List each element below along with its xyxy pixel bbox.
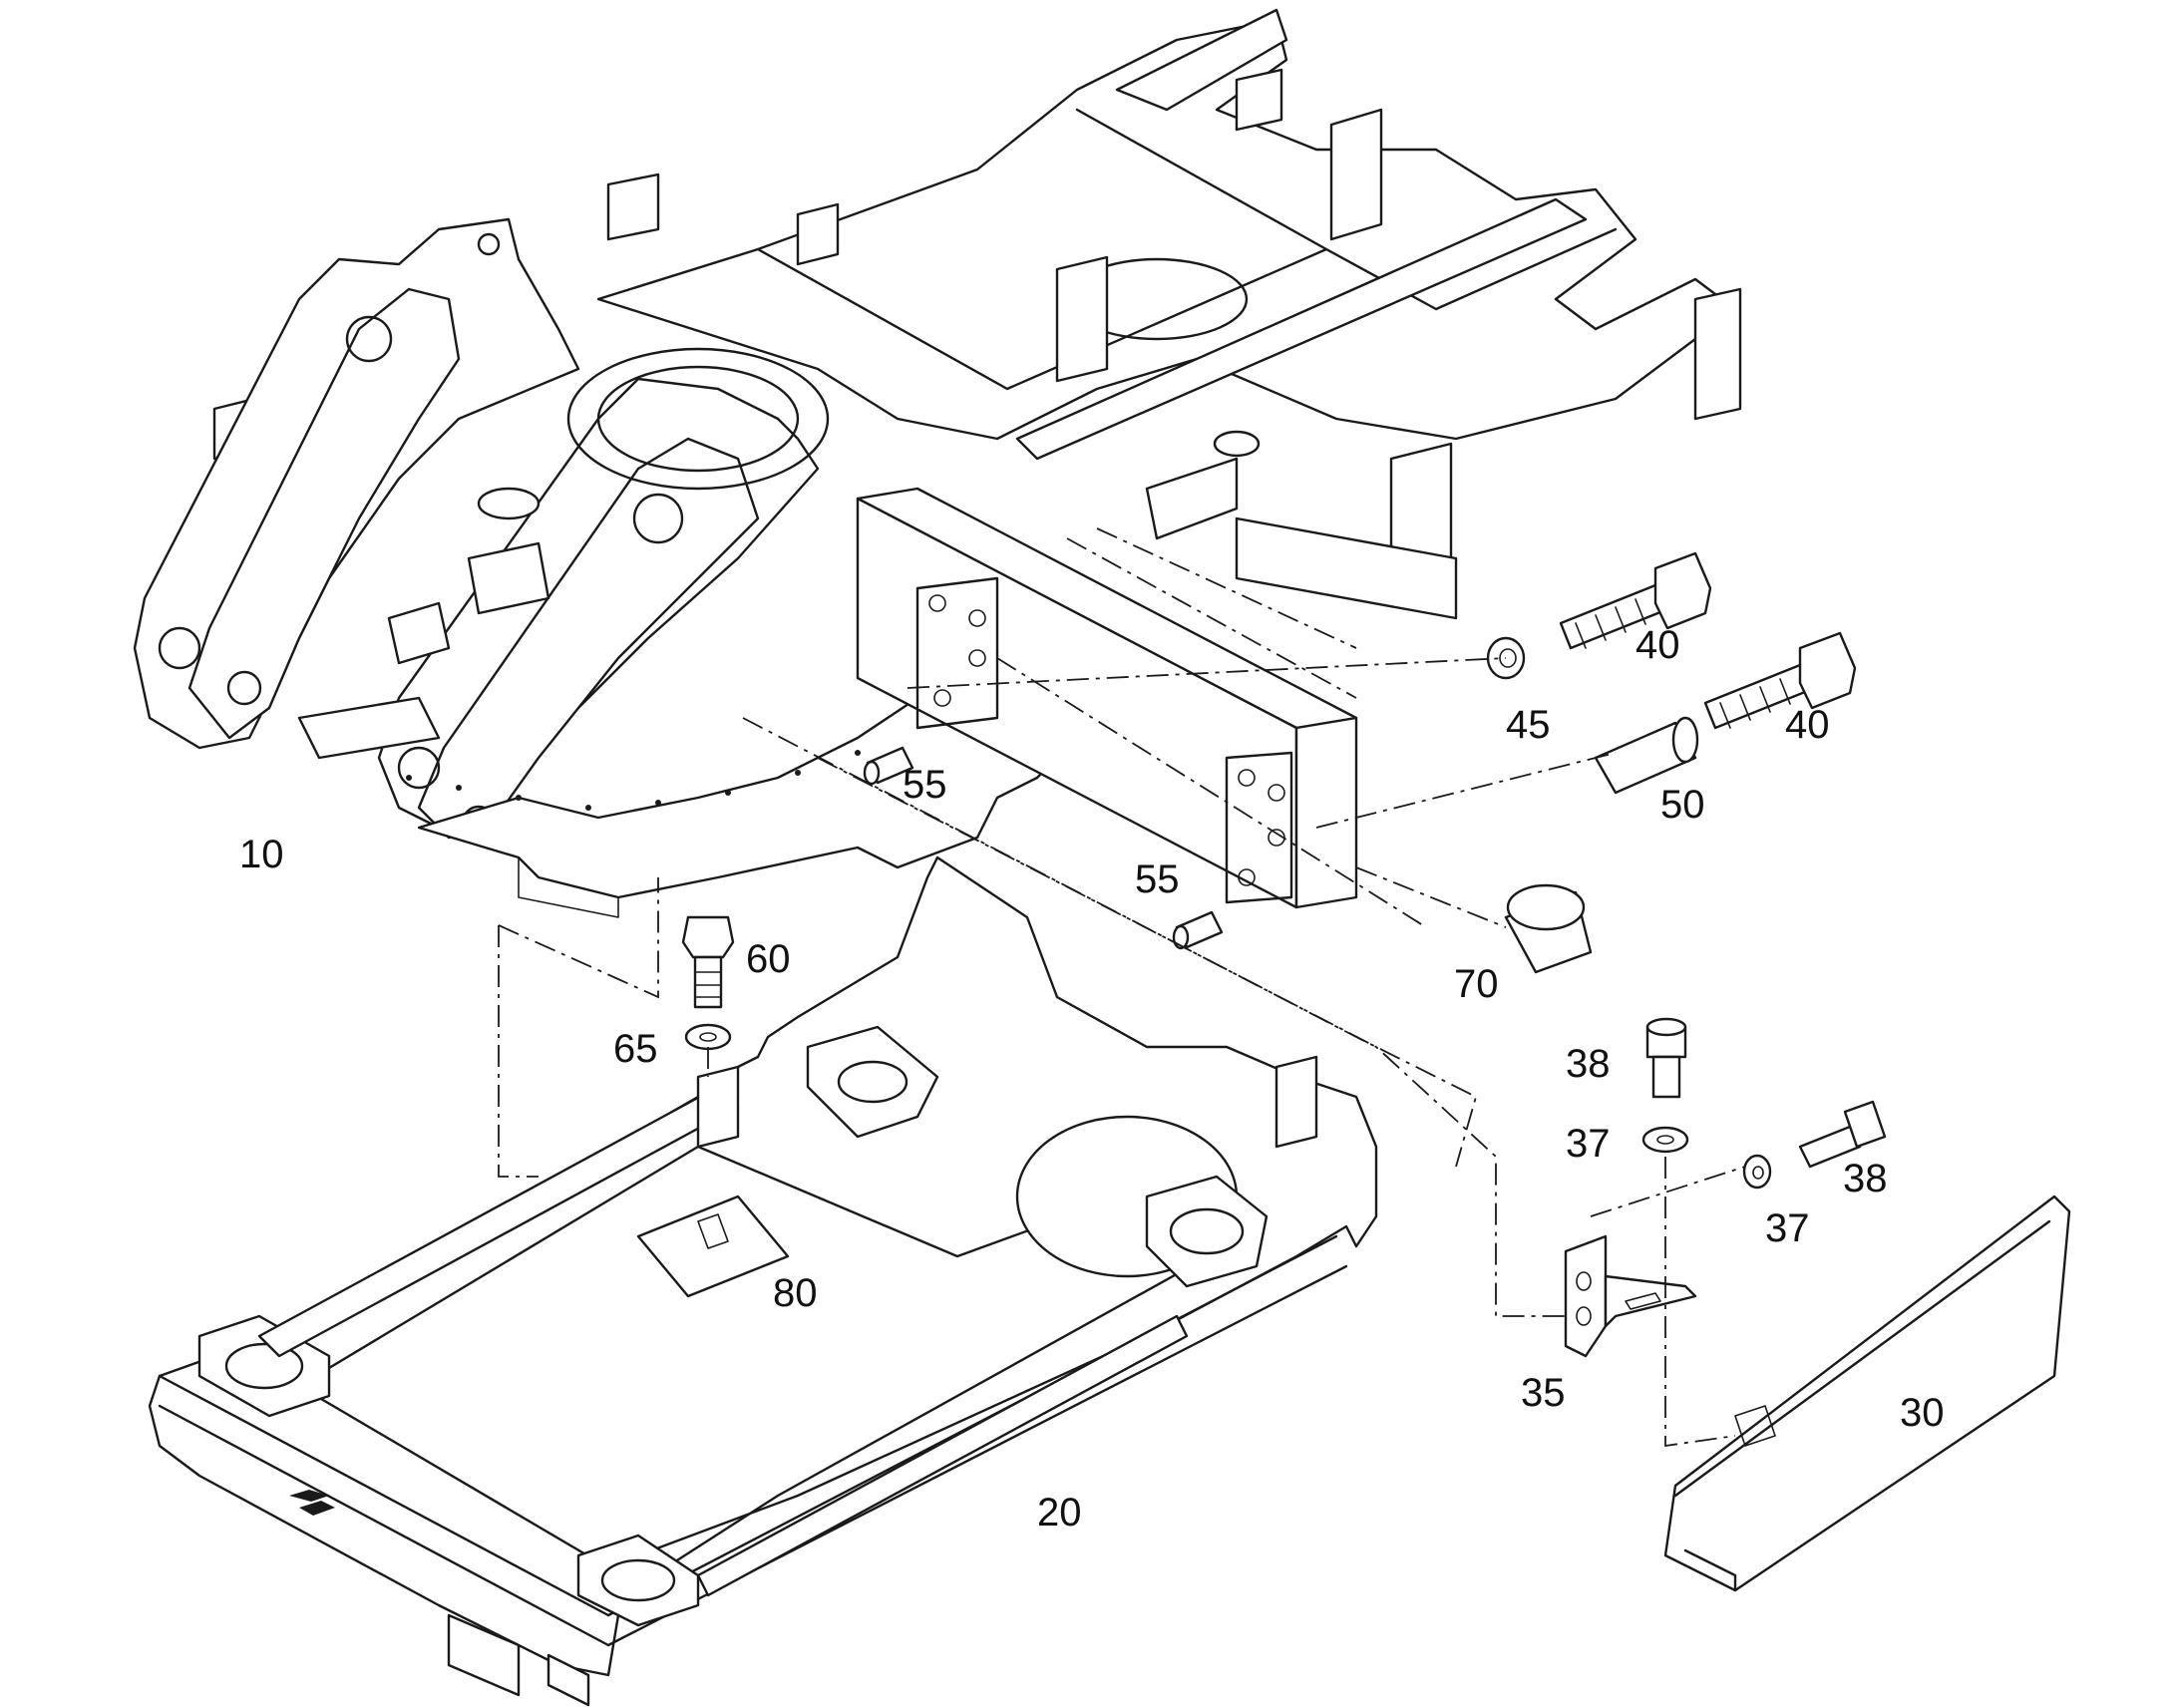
callout-50: 50	[1660, 783, 1705, 827]
cover-part-30	[1663, 1195, 2071, 1592]
callout-38-upper: 38	[1566, 1042, 1611, 1086]
callout-55-left: 55	[903, 763, 947, 807]
washer-part-37-upper	[1641, 1126, 1689, 1154]
dowel-pin-part-55-right	[1172, 910, 1224, 950]
assembly-center-lines	[498, 527, 1746, 1448]
upper-frame-part-10	[133, 8, 1742, 918]
callout-40-lower: 40	[1785, 703, 1830, 747]
lower-frame-part-20	[148, 855, 1378, 1707]
callout-10: 10	[239, 833, 284, 876]
washer-part-65	[684, 1023, 732, 1051]
callout-30: 30	[1900, 1391, 1945, 1435]
callout-80: 80	[773, 1271, 818, 1315]
callout-60: 60	[746, 937, 791, 981]
screw-part-38-upper	[1645, 1017, 1687, 1099]
callout-45: 45	[1506, 703, 1551, 747]
callout-37-right: 37	[1765, 1206, 1810, 1250]
bolt-part-40-lower	[1703, 631, 1857, 730]
callout-38-right: 38	[1843, 1157, 1888, 1200]
bushing-part-50	[1594, 716, 1699, 795]
washer-part-37-right	[1742, 1154, 1772, 1190]
callout-40-upper: 40	[1635, 623, 1680, 667]
callout-37-upper: 37	[1566, 1122, 1611, 1166]
callout-labels: 10 20 30 35 37 37 38 38 40 40 45 50 55 5…	[239, 623, 1945, 1535]
bracket-part-35	[1564, 1234, 1697, 1358]
callout-35: 35	[1521, 1371, 1566, 1415]
screw-part-38-right	[1798, 1100, 1887, 1169]
cap-part-70	[1504, 883, 1593, 974]
bolt-part-40-upper	[1559, 551, 1712, 650]
bolt-part-60	[681, 915, 735, 1009]
callout-70: 70	[1454, 962, 1499, 1006]
callout-55-right: 55	[1135, 857, 1180, 901]
dowel-pin-part-55-left	[863, 746, 914, 786]
callout-20: 20	[1037, 1491, 1082, 1535]
callout-65: 65	[613, 1027, 658, 1071]
